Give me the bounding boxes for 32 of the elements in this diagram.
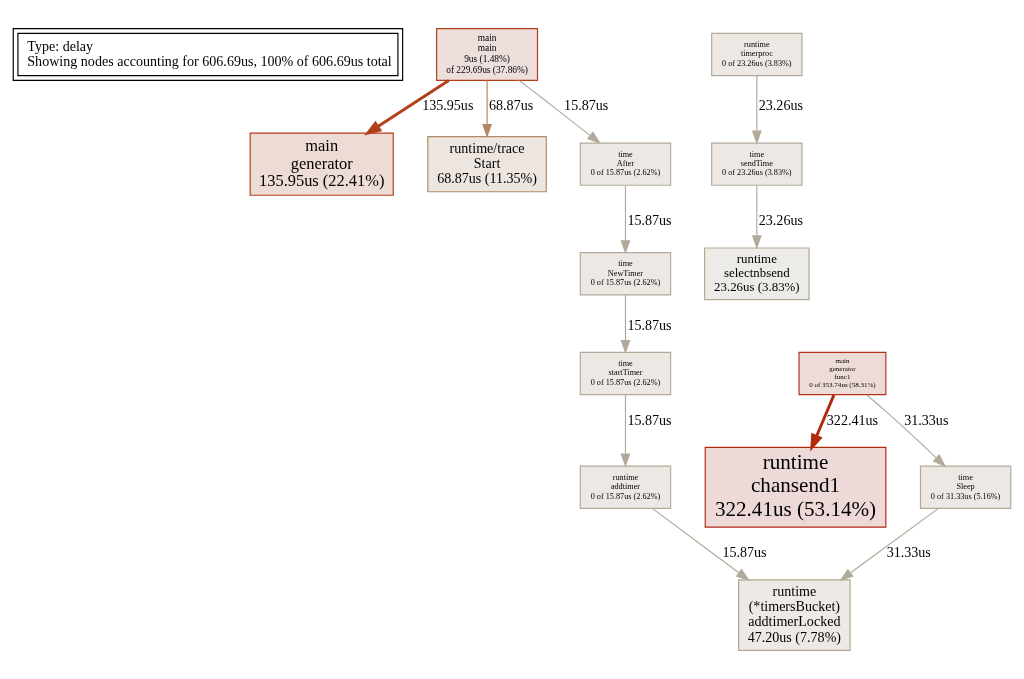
node-box: main main 9us (1.48%) of 229.69us (37.86%) <box>436 28 539 81</box>
edge-label: 15.87us <box>627 212 672 229</box>
arrow <box>620 394 631 468</box>
edge-label: 15.87us <box>564 97 609 114</box>
node-box: Type: delay Showing nodes accounting for 606.69us, 100% of 606.69us total <box>12 28 404 81</box>
arrow <box>866 394 947 468</box>
edge-label: 15.87us <box>627 411 672 428</box>
arrow <box>482 79 492 139</box>
edge-label: 15.87us <box>627 316 672 333</box>
node-box: main generator func1 0 of 353.74us (58.31%) <box>798 351 887 396</box>
node-box: runtime selectnbsend 23.26us (3.83%) <box>704 247 810 301</box>
edge-label: 15.87us <box>722 544 767 561</box>
arrow <box>620 294 631 354</box>
node-box: main generator 135.95us (22.41%) <box>249 132 394 196</box>
arrow <box>810 394 836 452</box>
edge-label: 23.26us <box>758 212 803 229</box>
arrow <box>751 184 762 250</box>
arrow <box>518 79 601 144</box>
arrow <box>839 508 939 581</box>
edge-label: 31.33us <box>886 544 931 561</box>
arrow <box>652 508 750 581</box>
arrow <box>364 79 450 136</box>
edge-label: 23.26us <box>758 97 803 114</box>
edge-label: 68.87us <box>489 97 534 114</box>
node-box: runtime/trace Start 68.87us (11.35%) <box>427 136 547 193</box>
arrow <box>620 184 631 255</box>
node-box: runtime (*timersBucket) addtimerLocked 47.20us (7.78%) <box>738 579 851 651</box>
edge-label: 135.95us <box>422 97 474 114</box>
arrow <box>751 75 762 145</box>
node-box: runtime chansend1 322.41us (53.14%) <box>704 446 887 528</box>
edge-label: 322.41us <box>826 411 879 428</box>
edge-label: 31.33us <box>904 411 949 428</box>
